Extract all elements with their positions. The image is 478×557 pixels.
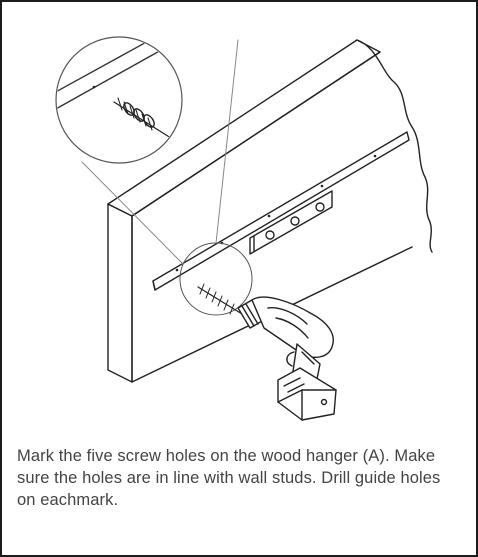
bracket xyxy=(249,190,333,255)
power-drill xyxy=(237,296,337,421)
drill-bit xyxy=(197,283,243,315)
instruction-text: Mark the five screw holes on the wood ha… xyxy=(17,447,441,509)
installation-illustration xyxy=(55,36,433,421)
magnified-detail xyxy=(55,36,183,164)
wood-hanger xyxy=(152,131,410,291)
zoom-callout xyxy=(81,39,253,316)
